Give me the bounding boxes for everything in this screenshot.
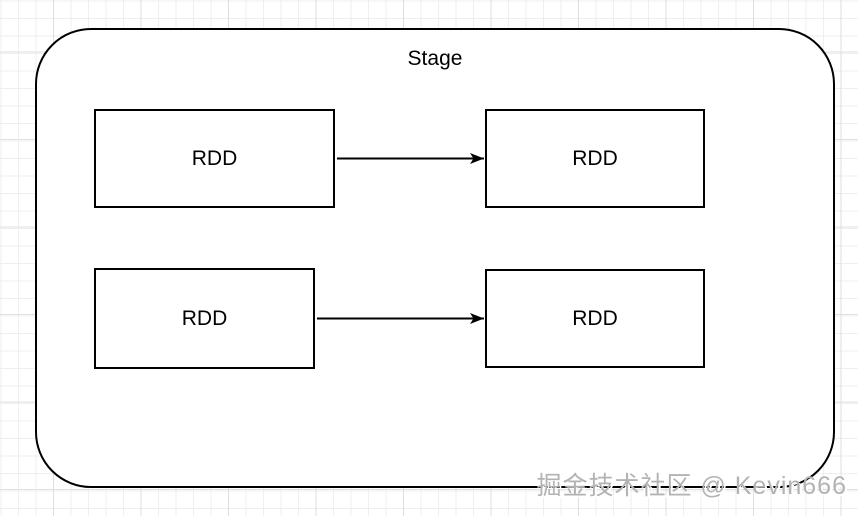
rdd-node-3: RDD — [94, 268, 315, 369]
rdd-node-1: RDD — [94, 109, 335, 208]
rdd-node-1-label: RDD — [191, 146, 238, 170]
watermark: 掘金技术社区 @ Kevin666 — [536, 472, 847, 500]
rdd-node-2: RDD — [485, 109, 705, 208]
rdd-node-4: RDD — [485, 269, 705, 368]
rdd-node-3-label: RDD — [181, 306, 228, 330]
rdd-node-2-label: RDD — [572, 146, 618, 170]
rdd-node-4-label: RDD — [572, 306, 618, 330]
stage-group: Stage — [35, 28, 835, 488]
stage-group-label: Stage — [407, 47, 463, 70]
